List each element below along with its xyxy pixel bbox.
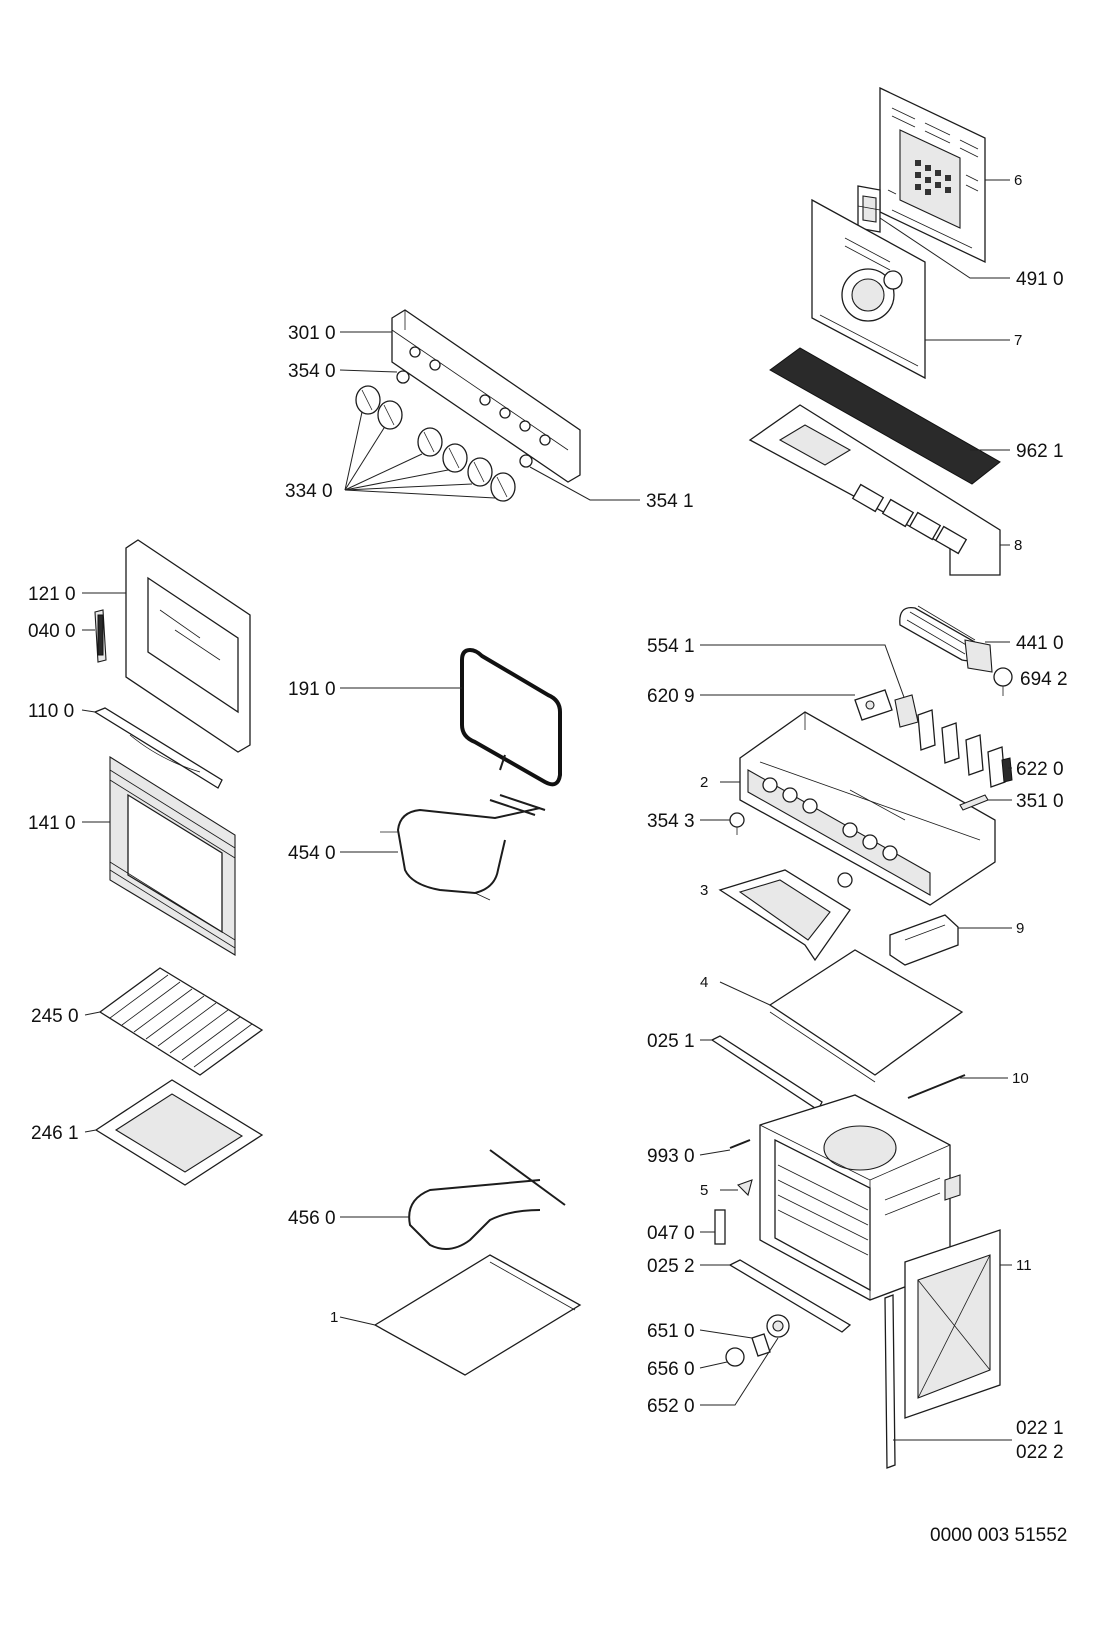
part-insulation-9621 xyxy=(769,347,1001,485)
part-back-wall-7 xyxy=(811,198,926,380)
leader-3541 xyxy=(529,466,640,501)
label-2450: 245 0 xyxy=(31,1006,79,1027)
leader-2450 xyxy=(84,1011,101,1016)
label-4410: 441 0 xyxy=(1016,633,1064,654)
label-5541: 554 1 xyxy=(647,636,695,657)
label-6560: 656 0 xyxy=(647,1359,695,1380)
leader-6520 xyxy=(700,1337,779,1406)
part-module-9 xyxy=(889,914,959,966)
part-lamp-3540 xyxy=(396,370,410,384)
part-bracket-4910 xyxy=(857,185,881,233)
part-door-frame-1210 xyxy=(125,539,251,753)
part-rear-cover-6 xyxy=(879,86,986,264)
label-6942: 694 2 xyxy=(1020,669,1068,690)
part-latch-0470 xyxy=(714,1209,726,1245)
label-0221: 022 1 xyxy=(1016,1418,1064,1439)
part-grill-element-4540 xyxy=(380,794,546,901)
part-clip-5 xyxy=(736,1179,753,1197)
part-thermostat-6220 xyxy=(917,709,1013,788)
leader-4 xyxy=(719,981,771,1006)
leader-4910 xyxy=(879,217,1010,279)
label-6209: 620 9 xyxy=(647,686,695,707)
part-top-plate-4 xyxy=(768,949,964,1083)
part-strip-10 xyxy=(907,1074,966,1099)
label-6520: 652 0 xyxy=(647,1396,695,1417)
part-top-cover-8 xyxy=(748,404,1001,576)
leader-3540 xyxy=(339,369,398,373)
leader-6560 xyxy=(699,1361,728,1369)
label-3543: 354 3 xyxy=(647,811,695,832)
part-tray-2461 xyxy=(94,1079,264,1186)
label-0400: 040 0 xyxy=(28,621,76,642)
part-control-box-2 xyxy=(739,711,996,906)
label-1210: 121 0 xyxy=(28,584,76,605)
part-bottom-plate-1 xyxy=(373,1254,582,1376)
part-gasket-1910 xyxy=(460,647,562,787)
drawing-number: 0000 003 51552 xyxy=(930,1525,1067,1546)
part-hinge-0400 xyxy=(94,609,107,663)
label-7: 7 xyxy=(1014,332,1022,349)
part-rail-0251 xyxy=(710,1035,823,1111)
part-switch-6209 xyxy=(854,689,919,728)
label-4560: 456 0 xyxy=(288,1208,336,1229)
leader-5541 xyxy=(700,644,906,701)
leader-2461 xyxy=(84,1129,97,1133)
label-1910: 191 0 xyxy=(288,679,336,700)
leader-6510 xyxy=(699,1329,753,1339)
label-3540: 354 0 xyxy=(288,361,336,382)
label-2: 2 xyxy=(700,774,708,791)
part-lamp-socket-6520 xyxy=(766,1314,790,1338)
leader-1 xyxy=(339,1316,376,1326)
label-9: 9 xyxy=(1016,920,1024,937)
part-wire-shelf-2450 xyxy=(98,967,264,1076)
leader-9930 xyxy=(699,1149,731,1156)
label-0252: 025 2 xyxy=(647,1256,695,1277)
part-control-panel-3010 xyxy=(391,309,581,483)
part-handle-1100 xyxy=(93,707,223,789)
part-bracket-3 xyxy=(718,869,853,962)
label-6510: 651 0 xyxy=(647,1321,695,1342)
part-lamp-3541 xyxy=(519,454,533,468)
label-1410: 141 0 xyxy=(28,813,76,834)
label-4910: 491 0 xyxy=(1016,269,1064,290)
label-0251: 025 1 xyxy=(647,1031,695,1052)
part-door-glass-1410 xyxy=(109,756,236,956)
label-1: 1 xyxy=(330,1309,338,1326)
part-oven-cavity xyxy=(759,1094,961,1301)
part-lamp-cover-6510 xyxy=(751,1333,771,1357)
label-4540: 454 0 xyxy=(288,843,336,864)
part-side-panel-11 xyxy=(904,1229,1001,1419)
part-knob-6942 xyxy=(993,667,1013,696)
label-1100: 110 0 xyxy=(28,701,74,722)
label-0470: 047 0 xyxy=(647,1223,695,1244)
label-9930: 993 0 xyxy=(647,1146,695,1167)
label-11: 11 xyxy=(1016,1257,1032,1274)
label-9621: 962 1 xyxy=(1016,441,1064,462)
label-3340: 334 0 xyxy=(285,481,333,502)
label-4: 4 xyxy=(700,974,708,991)
part-bottom-element-4560 xyxy=(408,1149,566,1250)
label-0222: 022 2 xyxy=(1016,1442,1064,1463)
label-10: 10 xyxy=(1012,1070,1029,1087)
part-fan-4410 xyxy=(899,605,993,673)
leader-1100 xyxy=(81,709,96,713)
label-3010: 301 0 xyxy=(288,323,336,344)
label-6: 6 xyxy=(1014,172,1022,189)
label-6220: 622 0 xyxy=(1016,759,1064,780)
leader-3340 xyxy=(344,411,496,499)
part-rail-0252 xyxy=(728,1259,852,1333)
label-8: 8 xyxy=(1014,537,1022,554)
label-2461: 246 1 xyxy=(31,1123,79,1144)
part-lamp-3543 xyxy=(729,812,745,835)
part-knobs-3340 xyxy=(355,385,516,502)
label-3510: 351 0 xyxy=(1016,791,1064,812)
part-lamp-6560 xyxy=(725,1347,745,1367)
label-3: 3 xyxy=(700,882,708,899)
part-hinge-rail-0221 xyxy=(884,1294,896,1469)
label-3541: 354 1 xyxy=(646,491,694,512)
part-screw-9930 xyxy=(729,1139,751,1149)
label-5: 5 xyxy=(700,1182,708,1199)
